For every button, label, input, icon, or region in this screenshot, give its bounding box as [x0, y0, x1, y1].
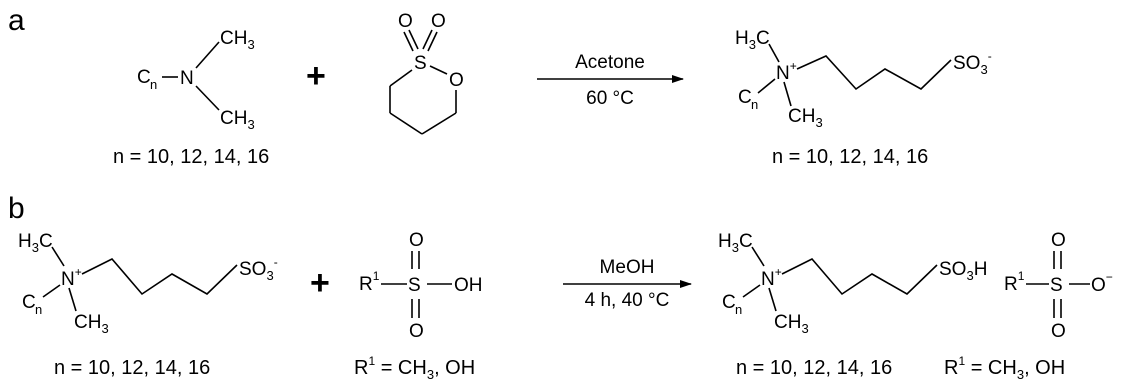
zwitterion-reactant-structure: H3C N+ C n CH3 SO3- — [18, 231, 278, 336]
sulfonate-group: SO3- — [239, 255, 278, 283]
sulfonate-anion-structure: R1 S O− O O — [1004, 230, 1113, 342]
atom-subscript-n: n — [35, 302, 42, 317]
condition-bottom-a: 60 °C — [586, 88, 634, 109]
atom-n-plus: N+ — [761, 265, 782, 290]
atom-o: O — [449, 70, 464, 91]
zwitterion-product-structure: H3C N+ C n CH3 SO3- — [735, 28, 992, 130]
atom-c: C — [738, 87, 752, 108]
atom-c: C — [722, 292, 736, 313]
bond — [427, 31, 438, 52]
methyl-group: H3C — [18, 231, 53, 255]
atom-subscript-n: n — [735, 302, 742, 317]
bond — [768, 43, 780, 63]
bond — [51, 246, 65, 267]
condition-top-a: Acetone — [575, 52, 645, 73]
atom-o: O — [1051, 230, 1066, 251]
reactant-note-b: n = 10, 12, 14, 16 — [54, 357, 210, 379]
bond — [42, 284, 61, 298]
butyl-chain — [81, 258, 238, 296]
atom-o: O — [1051, 321, 1066, 342]
bond — [757, 78, 776, 94]
atom-s: S — [408, 275, 421, 296]
bond — [751, 246, 765, 267]
atom-o: O — [409, 321, 424, 342]
oxide-anion: O− — [1091, 270, 1113, 296]
reactant-note-a: n = 10, 12, 14, 16 — [113, 146, 269, 168]
sulfonic-acid-group: SO3H — [939, 259, 987, 283]
atom-n-plus: N+ — [776, 59, 797, 84]
atom-subscript-n: n — [150, 77, 157, 92]
atom-subscript-n: n — [751, 97, 758, 112]
sulfonate-group: SO3- — [953, 49, 992, 77]
r-group: R1 — [359, 269, 380, 295]
condition-top-b: MeOH — [600, 257, 655, 278]
r-group: R1 — [1004, 269, 1025, 295]
panel-label-a: a — [8, 4, 25, 37]
tertiary-amine-structure: C n N CH3 CH3 — [137, 28, 255, 132]
atom-n-plus: N+ — [61, 265, 82, 290]
bond — [389, 112, 423, 135]
methyl-group: H3C — [718, 231, 753, 255]
bond — [408, 29, 419, 50]
condition-bottom-b: 4 h, 40 °C — [585, 290, 670, 311]
bond — [195, 41, 220, 69]
methyl-group: CH3 — [220, 108, 255, 132]
bond — [742, 284, 761, 298]
product-note-b: n = 10, 12, 14, 16 — [736, 357, 892, 379]
bond — [389, 69, 413, 87]
bond — [768, 287, 777, 312]
sulfonic-acid-structure: R1 S OH O O — [359, 230, 483, 342]
atom-c: C — [137, 67, 151, 88]
acid-note: R1 = CH3, OH — [354, 354, 475, 382]
butyl-chain — [781, 258, 938, 296]
atom-o: O — [398, 11, 413, 32]
atom-o: O — [409, 230, 424, 251]
atom-s: S — [1050, 275, 1063, 296]
bond — [429, 65, 448, 75]
atom-o: O — [431, 11, 446, 32]
anion-note: R1 = CH3, OH — [944, 354, 1065, 382]
butane-sultone-structure: O O S O — [389, 11, 464, 135]
hydroxyl-group: OH — [454, 275, 483, 296]
panel-label-b: b — [8, 192, 25, 225]
bond — [195, 85, 220, 111]
methyl-group: H3C — [735, 28, 770, 52]
bond — [783, 81, 792, 107]
atom-c: C — [22, 292, 36, 313]
methyl-group: CH3 — [774, 312, 809, 336]
atom-n: N — [180, 68, 194, 89]
plus-sign-b: + — [310, 264, 330, 302]
methyl-group: CH3 — [74, 312, 109, 336]
methyl-group: CH3 — [788, 106, 823, 130]
protonated-cation-structure: H3C N+ C n CH3 SO3H — [718, 231, 987, 336]
bond — [421, 112, 457, 135]
bond — [422, 29, 433, 50]
methyl-group: CH3 — [220, 28, 255, 52]
plus-sign-a: + — [306, 57, 326, 95]
product-note-a: n = 10, 12, 14, 16 — [772, 146, 928, 168]
bond — [403, 31, 414, 52]
butyl-chain — [796, 55, 952, 91]
bond — [68, 287, 77, 312]
atom-s: S — [414, 53, 427, 74]
